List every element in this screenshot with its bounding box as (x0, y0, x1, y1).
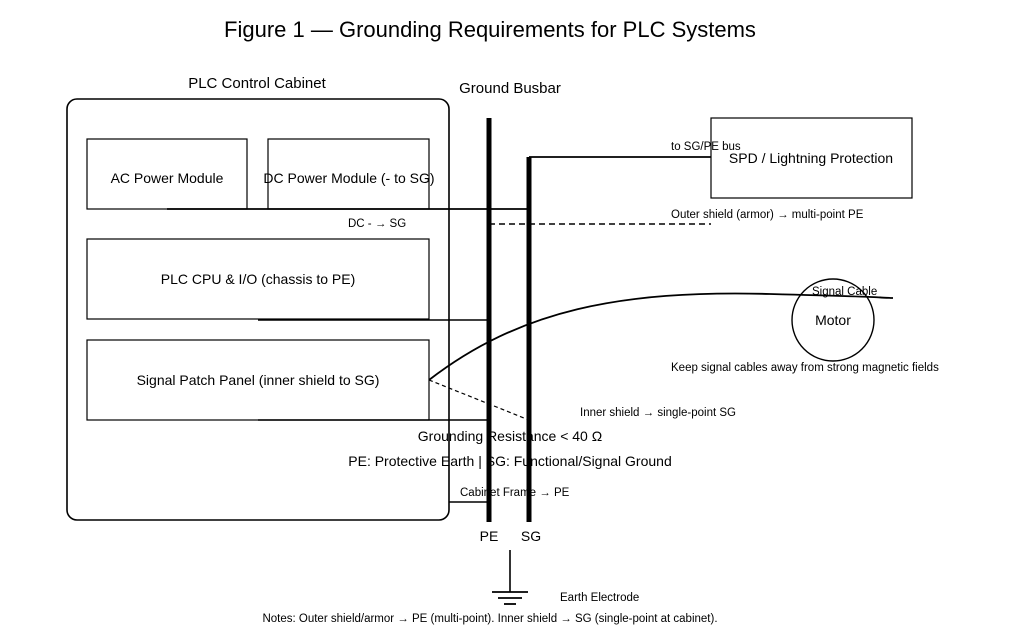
signal-cable (428, 292, 894, 381)
earth-electrode-label: Earth Electrode (560, 592, 639, 604)
inner-shield-annotation: Inner shield → single-point SG (580, 407, 736, 419)
plc-cpu-module (86, 238, 430, 320)
grounding-resistance: Grounding Resistance < 40 Ω (418, 428, 602, 444)
ac-power-label: AC Power Module (111, 170, 224, 186)
cabinet-frame-annotation: Cabinet Frame → PE (460, 487, 570, 499)
spd-label: SPD / Lightning Protection (729, 150, 893, 166)
motor-label: Motor (815, 312, 851, 328)
patch-panel-label: Signal Patch Panel (inner shield to SG) (137, 372, 380, 388)
spd-bus-label: to SG/PE bus (671, 141, 741, 153)
busbar-label: Ground Busbar (459, 80, 561, 97)
plc-cabinet (66, 98, 450, 521)
motor-warning: Keep signal cables away from strong magn… (671, 362, 939, 374)
motor (791, 278, 875, 362)
spd-box (710, 117, 913, 199)
inner-shield-dashed (428, 379, 530, 421)
earth-ground-icon (492, 550, 528, 605)
figure-title: Figure 1 — Grounding Requirements for PL… (224, 17, 756, 42)
dc-sg-annotation: DC - → SG (348, 218, 406, 230)
sg-label: SG (521, 528, 541, 544)
pe-label: PE (480, 528, 499, 544)
outer-shield-annotation: Outer shield (armor) → multi-point PE (671, 209, 864, 221)
signal-cable-label: Signal Cable (812, 286, 877, 298)
footer-notes: Notes: Outer shield/armor → PE (multi-po… (262, 613, 717, 625)
pe-sg-legend: PE: Protective Earth | SG: Functional/Si… (348, 453, 671, 469)
dc-power-label: DC Power Module (- to SG) (263, 170, 434, 186)
plc-cpu-label: PLC CPU & I/O (chassis to PE) (161, 271, 356, 287)
cabinet-label: PLC Control Cabinet (188, 75, 326, 92)
